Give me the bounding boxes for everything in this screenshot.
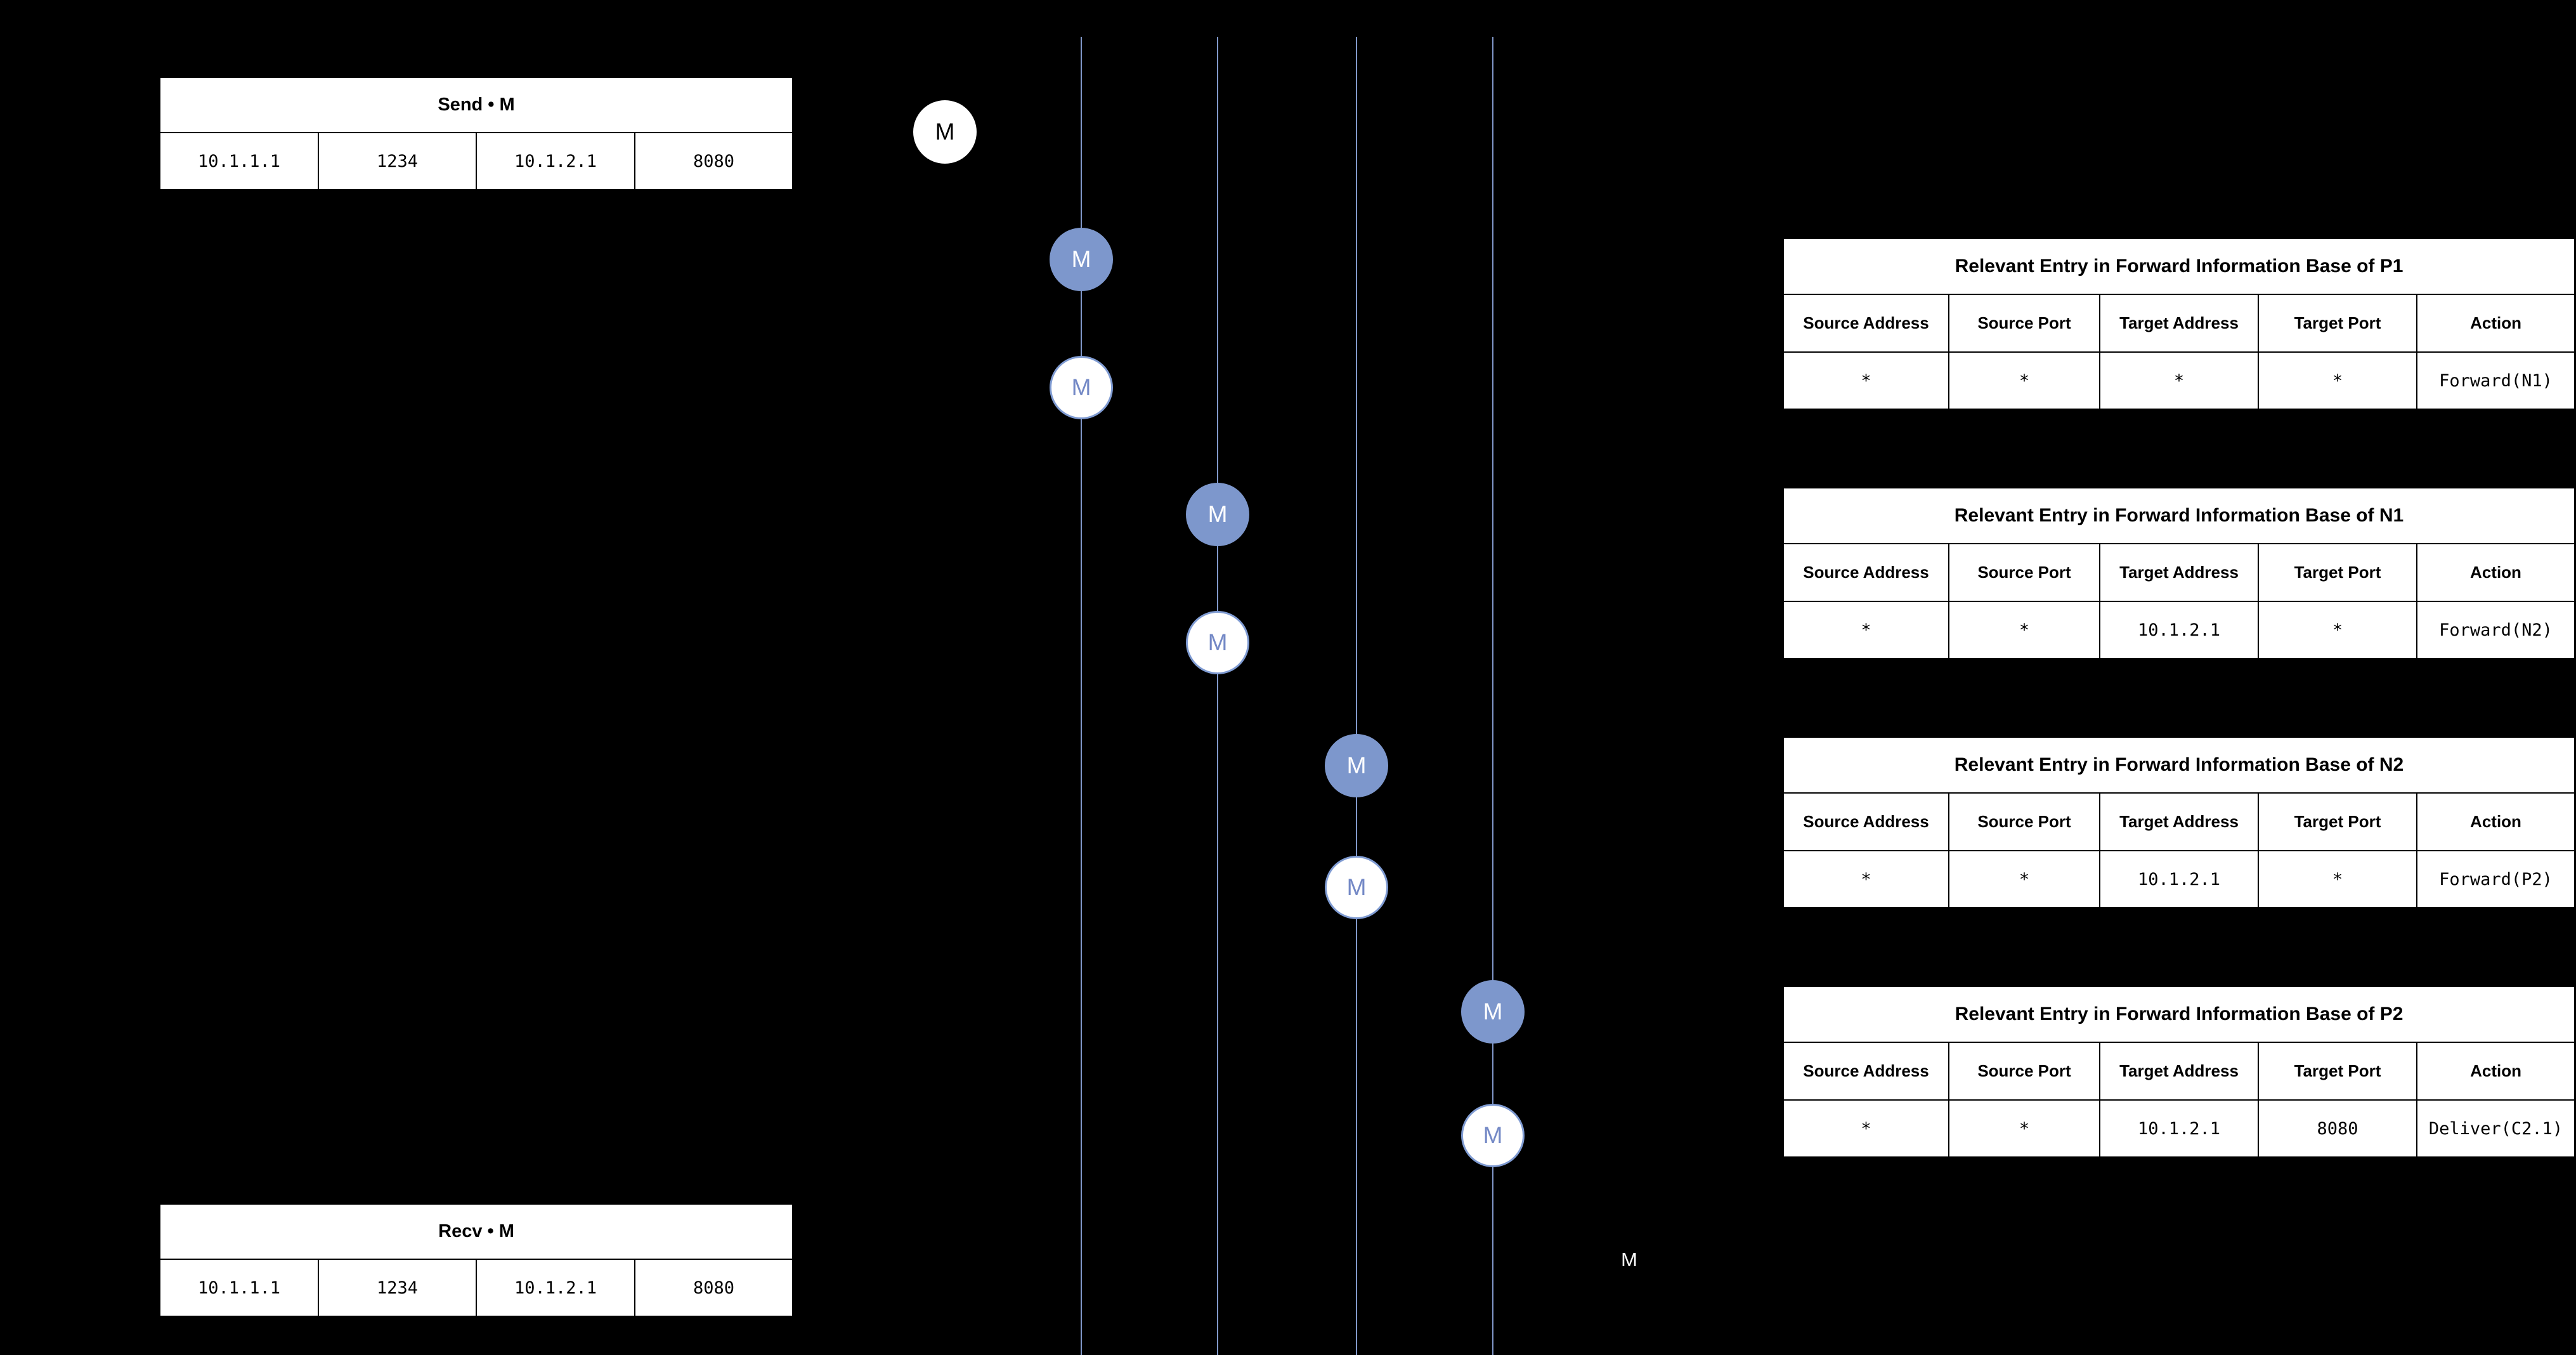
fib-n1-col-source-address: Source Address [1783, 543, 1949, 602]
fib-n2-target-port-value: * [2258, 850, 2417, 908]
send-target-port-cell: 8080 [634, 132, 794, 190]
fib-n2-col-target-port: Target Port [2258, 792, 2417, 851]
fib-p2-source-port-value: * [1948, 1099, 2100, 1158]
fib-p1-action-value: Forward(N1) [2416, 351, 2576, 410]
message-node-recv-n1: M [1186, 483, 1249, 546]
recv-source-address-cell: 10.1.1.1 [159, 1259, 319, 1317]
message-node-label: M [1071, 246, 1091, 272]
fib-p2-col-source-address: Source Address [1783, 1042, 1949, 1101]
fib-n2-col-target-address: Target Address [2099, 792, 2259, 851]
fib-n1-col-source-port: Source Port [1948, 543, 2100, 602]
message-node-send-n2: M [1325, 856, 1388, 919]
fib-p1-col-target-port: Target Port [2258, 294, 2417, 353]
lifeline-2 [1217, 37, 1218, 1355]
fib-table-n1-title: Relevant Entry in Forward Information Ba… [1783, 487, 2575, 544]
fib-p2-col-source-port: Source Port [1948, 1042, 2100, 1101]
send-source-port-cell: 1234 [318, 132, 477, 190]
fib-p1-source-port-value: * [1948, 351, 2100, 410]
fib-table-n1: Relevant Entry in Forward Information Ba… [1783, 487, 2575, 659]
message-node-send-p2: M [1461, 1104, 1525, 1167]
lifeline-4 [1492, 37, 1493, 1355]
send-target-address-cell: 10.1.2.1 [476, 132, 635, 190]
fib-n2-source-port-value: * [1948, 850, 2100, 908]
fib-p2-source-address-value: * [1783, 1099, 1949, 1158]
fib-p2-col-action: Action [2416, 1042, 2576, 1101]
message-node-recv-p2: M [1461, 980, 1525, 1044]
fib-p2-target-address-value: 10.1.2.1 [2099, 1099, 2259, 1158]
message-node-label: M [1071, 374, 1091, 400]
fib-n2-action-value: Forward(P2) [2416, 850, 2575, 908]
fib-n1-target-port-value: * [2258, 601, 2417, 659]
fib-n1-col-target-address: Target Address [2099, 543, 2259, 602]
fib-p2-col-target-address: Target Address [2099, 1042, 2259, 1101]
fib-table-p2: Relevant Entry in Forward Information Ba… [1782, 986, 2576, 1158]
fib-table-n2: Relevant Entry in Forward Information Ba… [1783, 736, 2575, 908]
message-node-label: M [935, 119, 955, 145]
message-node-send-n1: M [1186, 611, 1249, 674]
fib-n2-col-source-port: Source Port [1948, 792, 2100, 851]
fib-n2-target-address-value: 10.1.2.1 [2099, 850, 2259, 908]
fib-n1-col-target-port: Target Port [2258, 543, 2417, 602]
message-node-recv-p1: M [1050, 228, 1113, 291]
fib-p1-col-source-port: Source Port [1948, 294, 2100, 353]
fib-p2-action-value: Deliver(C2.1) [2416, 1099, 2576, 1158]
delivered-message-label: M [1621, 1248, 1637, 1271]
fib-n1-target-address-value: 10.1.2.1 [2099, 601, 2259, 659]
send-table-title: Send • M [159, 77, 794, 133]
fib-n1-col-action: Action [2416, 543, 2575, 602]
fib-n2-col-source-address: Source Address [1783, 792, 1949, 851]
message-node-send-p1: M [1050, 356, 1113, 419]
fib-p1-col-target-address: Target Address [2099, 294, 2259, 353]
fib-n1-action-value: Forward(N2) [2416, 601, 2575, 659]
message-node-label: M [1483, 998, 1503, 1024]
fib-n2-col-action: Action [2416, 792, 2575, 851]
lifeline-1 [1081, 37, 1082, 1355]
fib-p1-source-address-value: * [1783, 351, 1949, 410]
fib-table-n2-title: Relevant Entry in Forward Information Ba… [1783, 736, 2575, 794]
fib-table-p1: Relevant Entry in Forward Information Ba… [1782, 238, 2576, 410]
fib-p1-target-address-value: * [2099, 351, 2259, 410]
recv-packet-table: Recv • M 10.1.1.1 1234 10.1.2.1 8080 [159, 1203, 794, 1317]
fib-table-p1-title: Relevant Entry in Forward Information Ba… [1782, 238, 2576, 295]
message-node-label: M [1346, 752, 1367, 778]
recv-source-port-cell: 1234 [318, 1259, 477, 1317]
fib-p2-col-target-port: Target Port [2258, 1042, 2417, 1101]
fib-p1-target-port-value: * [2258, 351, 2417, 410]
message-node-recv-n2: M [1325, 734, 1388, 797]
fib-n1-source-address-value: * [1783, 601, 1949, 659]
recv-table-title: Recv • M [159, 1203, 794, 1260]
lifeline-3 [1356, 37, 1357, 1355]
send-packet-table: Send • M 10.1.1.1 1234 10.1.2.1 8080 [159, 77, 794, 190]
fib-p1-col-source-address: Source Address [1783, 294, 1949, 353]
message-node-label: M [1483, 1122, 1503, 1148]
message-node-label: M [1207, 501, 1228, 527]
recv-target-address-cell: 10.1.2.1 [476, 1259, 635, 1317]
message-node-origin: M [913, 100, 977, 164]
fib-p1-col-action: Action [2416, 294, 2576, 353]
fib-table-p2-title: Relevant Entry in Forward Information Ba… [1782, 986, 2576, 1043]
fib-p2-target-port-value: 8080 [2258, 1099, 2417, 1158]
send-source-address-cell: 10.1.1.1 [159, 132, 319, 190]
message-node-label: M [1207, 629, 1228, 655]
message-node-label: M [1346, 874, 1367, 900]
recv-target-port-cell: 8080 [634, 1259, 794, 1317]
fib-n1-source-port-value: * [1948, 601, 2100, 659]
fib-n2-source-address-value: * [1783, 850, 1949, 908]
